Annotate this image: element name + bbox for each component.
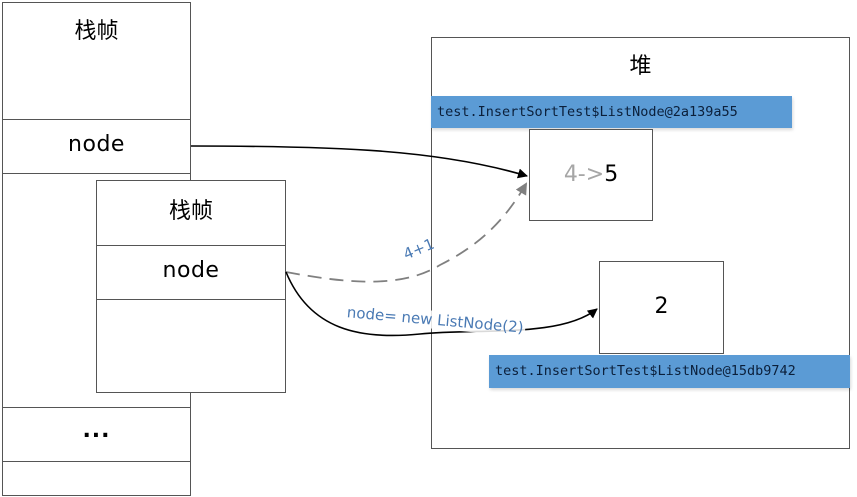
outer-frame-ellipsis: ... — [82, 418, 111, 443]
inner-node-to-object-2-arrow — [285, 271, 598, 337]
inner-frame-node-var: node — [162, 258, 220, 283]
inner-node-dashed-arrow — [285, 182, 528, 283]
outer-frame-ellipsis-row: ... — [3, 407, 190, 462]
outer-frame-title: 栈帧 — [74, 19, 119, 44]
outer-frame-divider — [3, 173, 190, 174]
outer-frame-node-var: node — [68, 132, 125, 157]
outer-frame-node-row: node — [3, 119, 190, 174]
inner-frame-divider — [97, 299, 285, 300]
object-2-value: 2 — [654, 294, 669, 319]
inner-frame-title: 栈帧 — [168, 199, 213, 224]
heap-title: 堆 — [629, 54, 652, 79]
inner-frame-node-row: node — [97, 245, 285, 300]
object-1-address-label: test.InsertSortTest$ListNode@2a139a55 — [431, 96, 792, 128]
outer-frame-bottom-divider — [3, 461, 190, 462]
object-1-value: 4->5 — [530, 162, 652, 187]
outer-node-to-object-1-arrow — [190, 145, 528, 179]
object-1-box: 4->5 — [529, 129, 653, 221]
inner-stack-frame: 栈帧 node — [96, 180, 286, 393]
object-2-box: 2 — [599, 261, 724, 354]
object-1-old-value: 4-> — [563, 162, 605, 187]
object-1-new-value: 5 — [604, 162, 619, 187]
object-2-address-label: test.InsertSortTest$ListNode@15db9742 — [489, 355, 850, 388]
